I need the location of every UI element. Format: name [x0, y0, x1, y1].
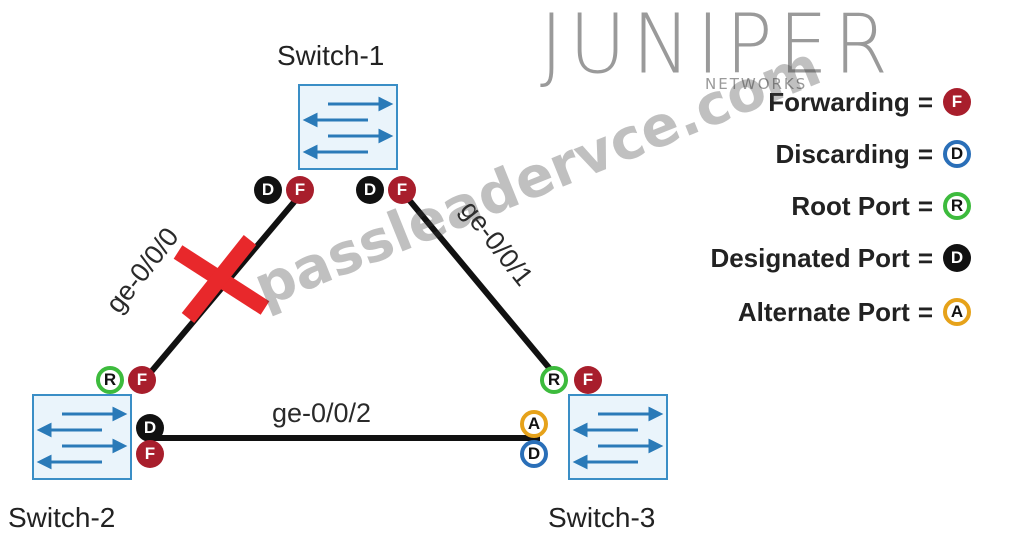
legend-label: Designated Port	[710, 242, 910, 273]
legend-label: Forwarding	[768, 86, 910, 117]
blocked-link-x-icon	[173, 235, 270, 323]
sw3-top-forwarding-badge: F	[574, 366, 602, 394]
sw1-left-forwarding-badge: F	[286, 176, 314, 204]
sw1-right-forwarding-badge: F	[388, 176, 416, 204]
legend-alternate-badge: A	[943, 298, 971, 326]
legend-discarding-badge: D	[943, 140, 971, 168]
legend-label: Discarding	[775, 138, 910, 169]
legend-equals: =	[917, 86, 933, 117]
legend-designated-badge: D	[943, 244, 971, 272]
sw2-right-designated-badge: D	[136, 414, 164, 442]
juniper-logo-sub: NETWORKS	[705, 75, 808, 93]
legend-equals: =	[917, 296, 933, 327]
legend-row-root-port: Root Port = R	[791, 188, 971, 224]
juniper-logo: JUNIPER	[540, 0, 894, 93]
legend-equals: =	[917, 138, 933, 169]
sw3-left-alternate-badge: A	[520, 410, 548, 438]
switch-1-label: Switch-1	[277, 40, 385, 71]
switch-2-label: Switch-2	[8, 502, 116, 533]
legend-equals: =	[917, 242, 933, 273]
switch-3-icon	[568, 394, 668, 480]
legend-row-alternate-port: Alternate Port = A	[738, 294, 971, 330]
sw3-top-root-badge: R	[540, 366, 568, 394]
legend-equals: =	[917, 190, 933, 221]
legend-label: Root Port	[791, 190, 910, 221]
sw2-top-forwarding-badge: F	[128, 366, 156, 394]
sw2-top-root-badge: R	[96, 366, 124, 394]
switch-3-label: Switch-3	[548, 502, 656, 533]
legend-row-discarding: Discarding = D	[775, 136, 971, 172]
link-sw1-sw3	[402, 193, 558, 377]
sw2-right-forwarding-badge: F	[136, 440, 164, 468]
sw1-right-designated-badge: D	[356, 176, 384, 204]
legend-row-designated-port: Designated Port = D	[710, 240, 971, 276]
link-label-ge-0-0-2: ge-0/0/2	[272, 398, 372, 428]
switch-1-icon	[298, 84, 398, 170]
sw1-left-designated-badge: D	[254, 176, 282, 204]
legend-row-forwarding: Forwarding = F	[768, 84, 971, 120]
sw3-left-discarding-badge: D	[520, 440, 548, 468]
switch-2-icon	[32, 394, 132, 480]
legend-forwarding-badge: F	[943, 88, 971, 116]
legend-label: Alternate Port	[737, 296, 910, 327]
legend-root-badge: R	[943, 192, 971, 220]
